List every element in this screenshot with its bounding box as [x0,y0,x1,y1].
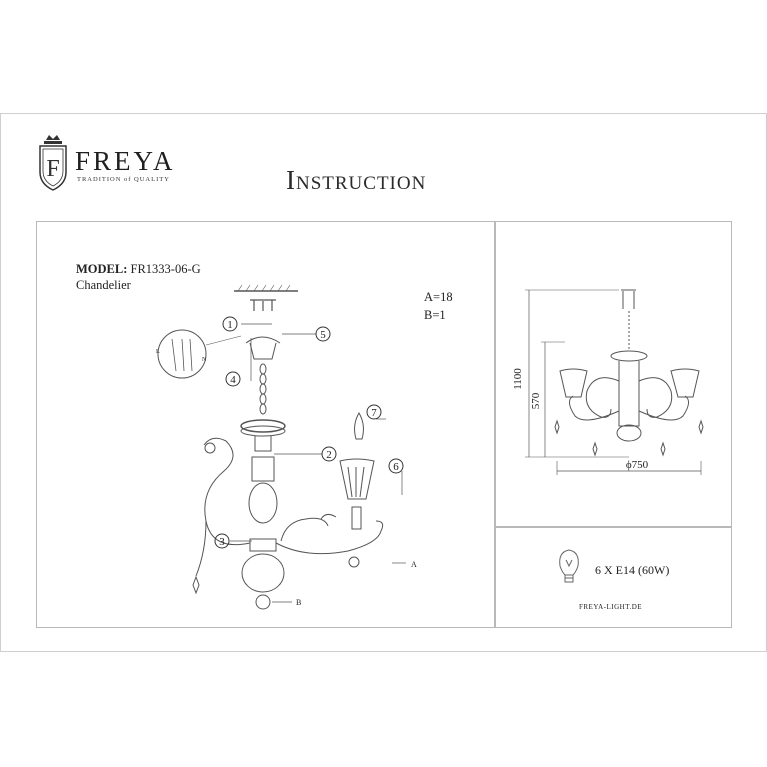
dim-left-arms [585,377,620,418]
callout-4-label: 4 [230,374,236,386]
dim-diameter: ϕ750 [626,459,649,471]
canopy [245,336,281,360]
right-arm [275,520,384,555]
dim-center-body [618,361,640,427]
brand-tagline: TRADITION of QUALITY [77,176,170,183]
center-column [251,436,275,482]
callout-1: 1 [222,316,238,332]
wiring-detail [157,329,207,379]
callout-5: 5 [315,326,331,342]
dim-height-total: 1100 [512,368,524,390]
assembly-panel [36,221,495,628]
parts-count: A=18 B=1 [424,288,453,324]
model-label: MODEL: [76,262,128,276]
website-link[interactable]: FREYA-LIGHT.DE [579,603,643,611]
dim-left-shade [559,368,588,398]
callout-2-label: 2 [326,449,332,461]
wiring-l: L [156,349,160,355]
bottom-bowl [241,553,285,593]
dimension-drawing: 1100 570 ϕ750 [512,289,704,475]
dim-right-arms [638,377,673,418]
pointer-a: A [411,560,417,569]
mounting-bracket [250,299,276,311]
glass-shade [339,458,375,500]
wiring-n: N [202,357,207,363]
pointer-b: B [296,598,301,607]
callout-4: 4 [225,371,241,387]
callout-2: 2 [321,446,337,462]
bulb-panel [495,527,732,628]
dim-right-shade [670,368,700,398]
parts-b: B=1 [424,308,446,322]
brand-name: FREYA [75,146,176,176]
parts-a: A=18 [424,290,453,304]
candle-socket [351,506,362,530]
candle-bulb [354,412,364,440]
callout-5-label: 5 [320,329,326,341]
bulb-icon [559,549,579,583]
callout-3: 3 [214,533,230,549]
bulb-spec: 6 X E14 (60W) [595,563,670,577]
callout-6: 6 [388,458,404,474]
ceiling-hatch [237,284,291,292]
dimensions-panel [495,221,732,527]
svg-text:F: F [46,156,59,182]
top-ring [240,419,286,433]
callout-7-label: 7 [371,407,377,419]
assembly-drawing: 1 5 4 2 3 7 6 A B L N [156,284,417,610]
callout-7: 7 [366,404,382,420]
callout-6-label: 6 [393,461,399,473]
dim-height-body: 570 [530,392,542,409]
model-line: MODEL: FR1333-06-G [76,262,201,277]
bottom-finial [255,594,271,610]
left-arm [203,437,251,546]
chain [259,363,267,415]
callout-1-label: 1 [227,319,233,331]
product-type: Chandelier [76,278,131,292]
page-title: Instruction [286,165,427,195]
callout-3-label: 3 [219,536,225,548]
model-code: FR1333-06-G [130,262,201,276]
crest-logo: F [39,135,67,191]
